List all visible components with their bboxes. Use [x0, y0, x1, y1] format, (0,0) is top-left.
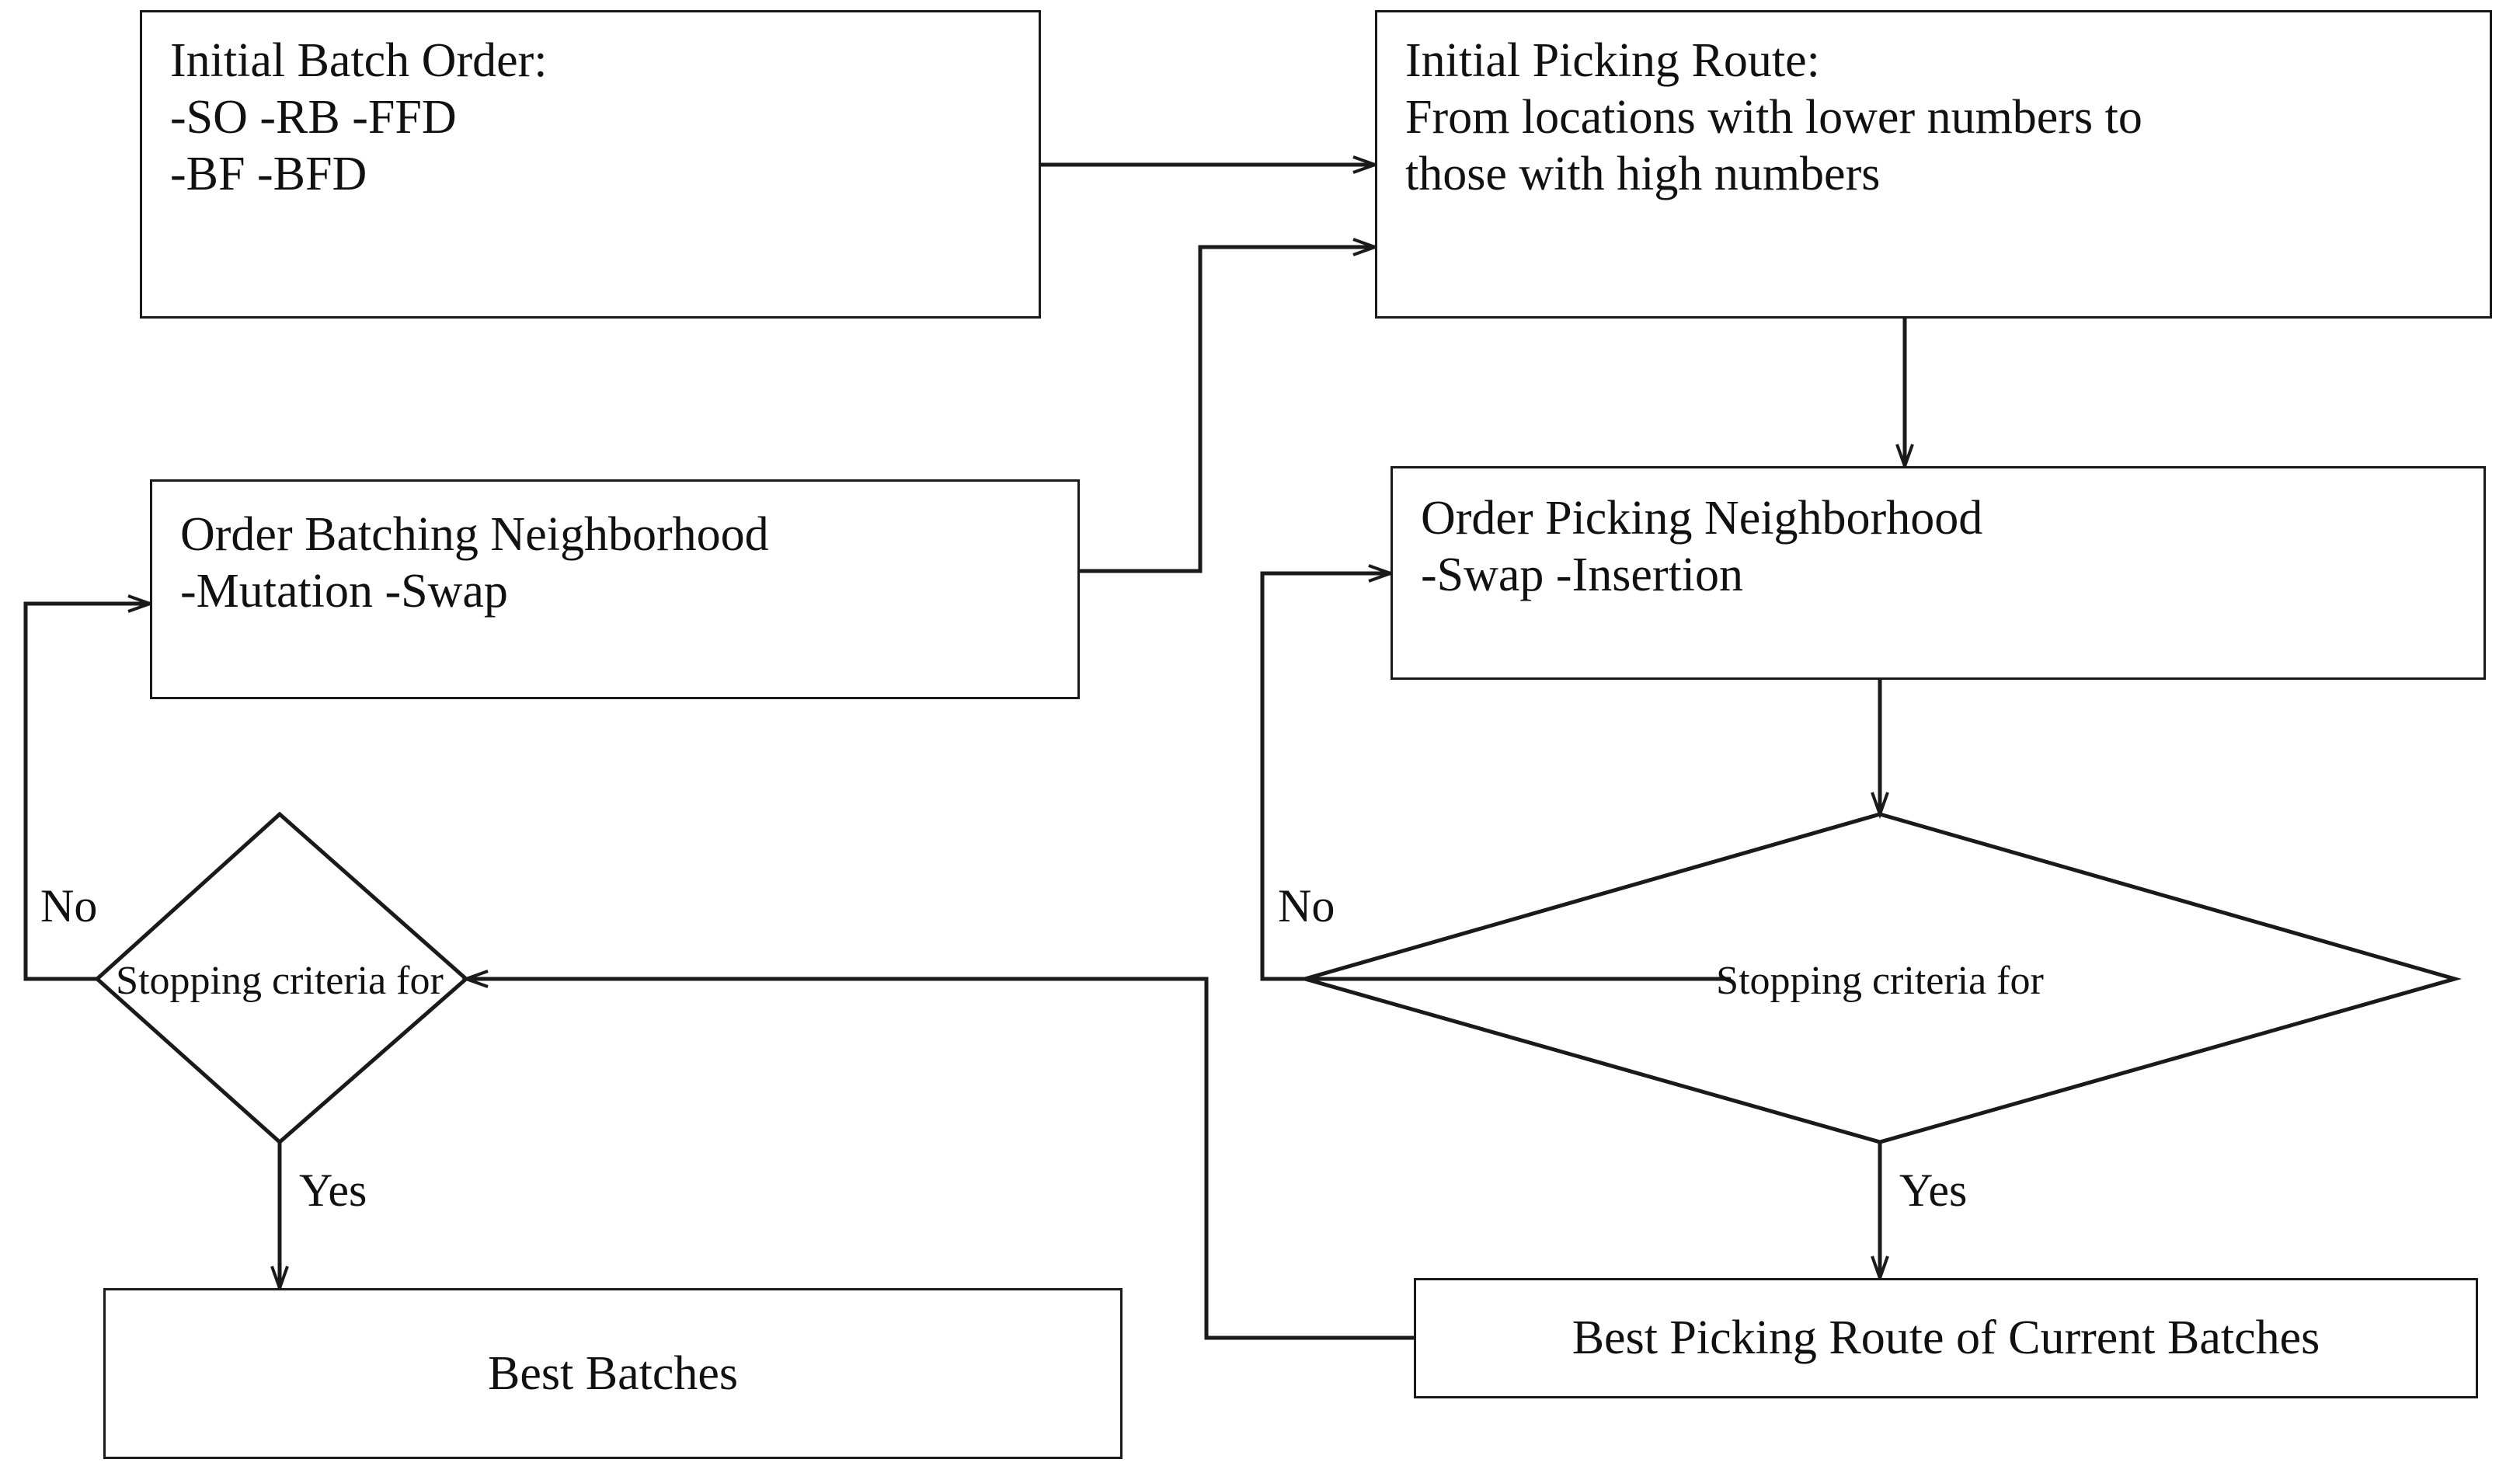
node-initial-batch-order[interactable]: Initial Batch Order: -SO -RB -FFD -BF -B… — [140, 10, 1041, 319]
order-batching-neighborhood-line2: -Mutation -Swap — [180, 565, 508, 618]
order-picking-neighborhood-line2: -Swap -Insertion — [1421, 548, 1743, 602]
edge-stopcriteria-picking-no-loop — [1260, 564, 1731, 981]
order-picking-neighborhood-heading: Order Picking Neighborhood — [1421, 492, 1983, 545]
initial-picking-route-line2: From locations with lower numbers to — [1405, 91, 2142, 145]
best-batches-label: Best Batches — [488, 1346, 738, 1400]
edge-batchingnbhd-to-pickingroute — [1080, 238, 1380, 573]
best-picking-route-label: Best Picking Route of Current Batches — [1572, 1311, 2320, 1364]
edge-label-picking-no: No — [1278, 880, 1335, 932]
stopcriteria-picking-label: Stopping criteria for — [1716, 959, 2044, 1003]
shape-stopcriteria-batching-outline — [94, 811, 469, 1145]
node-initial-picking-route[interactable]: Initial Picking Route: From locations wi… — [1375, 10, 2492, 319]
edge-stopcriteria-batching-no-loop — [23, 594, 155, 981]
node-best-batches[interactable]: Best Batches — [103, 1288, 1123, 1459]
node-order-batching-neighborhood[interactable]: Order Batching Neighborhood -Mutation -S… — [150, 479, 1080, 699]
node-best-picking-route[interactable]: Best Picking Route of Current Batches — [1414, 1278, 2478, 1398]
order-batching-neighborhood-heading: Order Batching Neighborhood — [180, 508, 769, 561]
edge-label-picking-yes: Yes — [1899, 1165, 1968, 1216]
edge-label-batching-no: No — [40, 880, 98, 932]
node-order-picking-neighborhood[interactable]: Order Picking Neighborhood -Swap -Insert… — [1391, 466, 2486, 680]
initial-batch-order-line3: -BF -BFD — [170, 148, 367, 201]
edge-label-batching-yes: Yes — [299, 1165, 367, 1216]
initial-picking-route-heading: Initial Picking Route: — [1405, 34, 1820, 87]
edge-bestpickingroute-to-stopcriteria-batching — [461, 970, 1414, 1340]
shape-stopcriteria-picking-outline — [1297, 812, 2463, 1144]
initial-batch-order-line2: -SO -RB -FFD — [170, 91, 457, 145]
initial-batch-order-heading: Initial Batch Order: — [170, 34, 548, 87]
stopcriteria-batching-label: Stopping criteria for — [116, 959, 444, 1003]
initial-picking-route-line3: those with high numbers — [1405, 148, 1881, 201]
